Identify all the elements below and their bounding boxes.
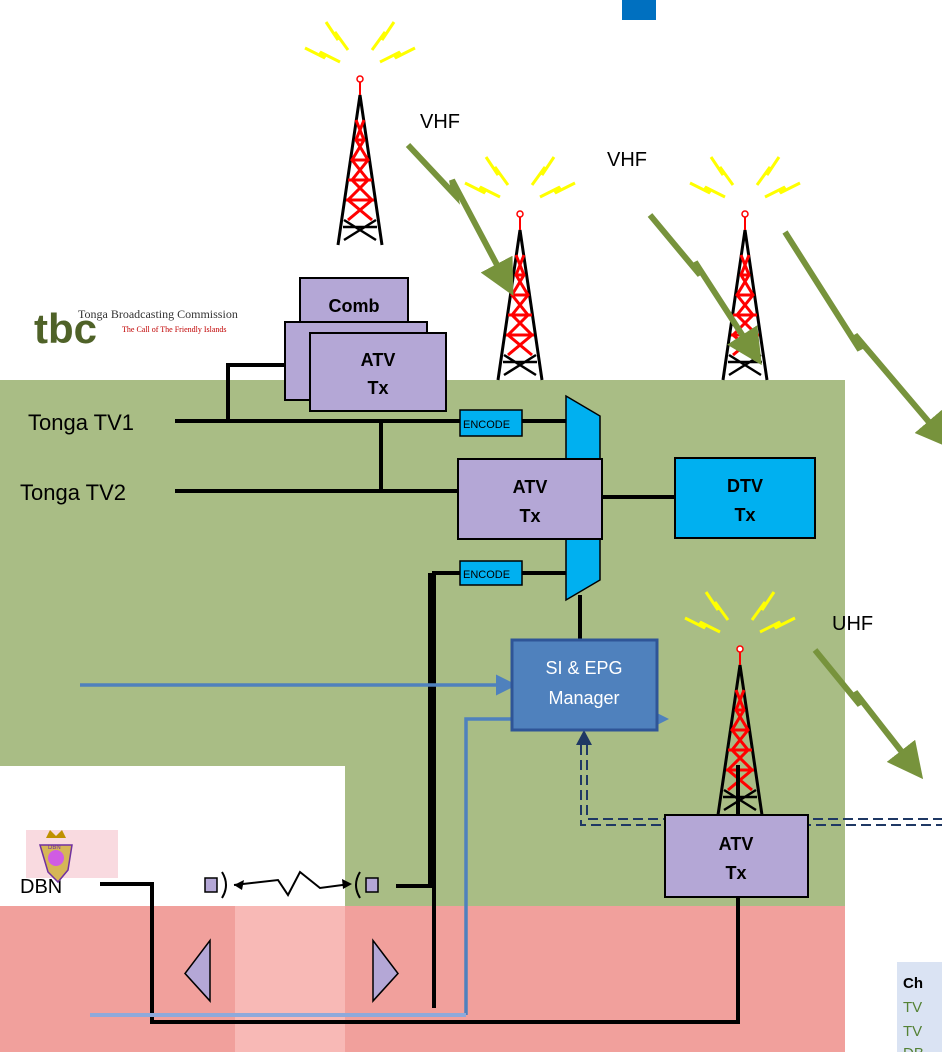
atv-top-label-1: ATV bbox=[361, 350, 396, 370]
dbn-logo: DBN bbox=[26, 830, 118, 884]
encoder-bottom: ENCODE bbox=[459, 560, 523, 586]
tower-icon-atv-mid bbox=[463, 155, 577, 382]
vhf-label-right: VHF bbox=[607, 149, 647, 171]
dbn-label: DBN bbox=[20, 876, 62, 898]
legend-heading: Ch bbox=[903, 975, 923, 992]
tbc-logo: tbc Tonga Broadcasting Commission The Ca… bbox=[34, 305, 238, 352]
atv-bottom-box: ATV Tx bbox=[664, 814, 809, 898]
vhf-signal-arrows bbox=[405, 142, 942, 780]
si-epg-label-1: SI & EPG bbox=[545, 658, 622, 678]
atv-mid-label-2: Tx bbox=[519, 506, 540, 526]
top-blue-bar bbox=[622, 0, 656, 20]
microwave-link bbox=[183, 870, 400, 1003]
red-zone-light-band bbox=[235, 906, 345, 1052]
encoder-bottom-label: ENCODE bbox=[463, 569, 510, 581]
atv-mid-box: ATV Tx bbox=[457, 458, 603, 540]
atv-mid-label-1: ATV bbox=[513, 477, 548, 497]
tbc-logo-letters: tbc bbox=[34, 305, 97, 352]
atv-bottom-label-1: ATV bbox=[719, 834, 754, 854]
legend-row-2: TV bbox=[903, 1023, 922, 1040]
legend-row-3: DB bbox=[903, 1045, 924, 1052]
tonga-tv2-label: Tonga TV2 bbox=[20, 480, 126, 505]
dashed-control-link bbox=[580, 745, 942, 826]
channel-legend: Ch TV TV DB bbox=[897, 962, 942, 1052]
encoder-top: ENCODE bbox=[459, 409, 523, 437]
tower-icon-dtv bbox=[688, 155, 802, 382]
dtv-label-2: Tx bbox=[734, 505, 755, 525]
signal-wires bbox=[100, 363, 740, 1024]
comb-label: Comb bbox=[329, 296, 380, 316]
tonga-tv1-label: Tonga TV1 bbox=[28, 410, 134, 435]
si-epg-manager-box: SI & EPG Manager bbox=[510, 638, 659, 732]
encoder-top-label: ENCODE bbox=[463, 419, 510, 431]
tbc-logo-name: Tonga Broadcasting Commission bbox=[78, 307, 238, 321]
uhf-label: UHF bbox=[832, 613, 873, 635]
vhf-label-left: VHF bbox=[420, 111, 460, 133]
dashed-link-arrowhead bbox=[576, 730, 592, 745]
dtv-label-1: DTV bbox=[727, 476, 763, 496]
atv-top-box: ATV Tx bbox=[309, 332, 447, 412]
tbc-logo-tagline: The Call of The Friendly Islands bbox=[122, 325, 227, 334]
tower-icon-top-left bbox=[303, 20, 417, 247]
legend-row-1: TV bbox=[903, 999, 922, 1016]
green-zone bbox=[0, 380, 845, 766]
atv-bottom-label-2: Tx bbox=[725, 863, 746, 883]
atv-top-label-2: Tx bbox=[367, 378, 388, 398]
dbn-logo-letters: DBN bbox=[48, 845, 61, 851]
dtv-box: DTV Tx bbox=[674, 457, 816, 539]
si-epg-label-2: Manager bbox=[548, 688, 619, 708]
red-zone bbox=[0, 906, 845, 1052]
